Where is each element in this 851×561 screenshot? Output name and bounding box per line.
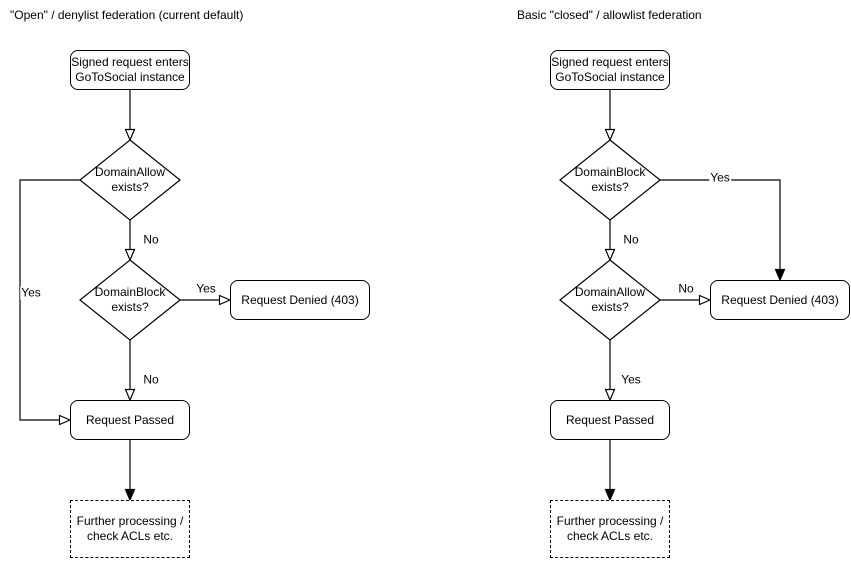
node-right-start: Signed request enters GoToSocial instanc… <box>550 50 670 90</box>
right-chart-title: Basic "closed" / allowlist federation <box>517 8 702 22</box>
edge-label-left-d1-yes: Yes <box>20 285 42 300</box>
arrowhead-left-d1-yes-loop <box>58 414 72 426</box>
decision-left-domainblock-label: DomainBlock exists? <box>94 285 166 314</box>
arrowhead-left-d1-to-d2 <box>124 248 136 262</box>
decision-left-domainallow-label: DomainAllow exists? <box>94 165 166 194</box>
node-left-request-passed: Request Passed <box>70 400 190 440</box>
decision-left-domainallow <box>79 139 181 221</box>
decision-right-domainblock-label: DomainBlock exists? <box>574 165 646 194</box>
edge-label-left-d1-no: No <box>142 232 160 247</box>
node-left-further-processing: Further processing / check ACLs etc. <box>70 500 190 558</box>
arrowhead-right-d2-to-passed <box>604 388 616 402</box>
arrowhead-right-passed-to-further <box>604 488 616 502</box>
edge-label-left-d2-yes: Yes <box>195 281 217 296</box>
decision-right-domainblock <box>559 139 661 221</box>
edge-label-left-d2-no: No <box>142 372 160 387</box>
edge-label-right-d2-yes: Yes <box>620 372 642 387</box>
edge-label-right-d2-no: No <box>677 281 695 296</box>
node-left-request-denied: Request Denied (403) <box>230 280 370 320</box>
edge-label-right-d1-no: No <box>622 232 640 247</box>
arrowhead-right-d2-to-denied <box>698 294 712 306</box>
edge-right-d1-yes-to-denied <box>660 179 781 269</box>
arrowhead-right-d1-yes-to-denied <box>774 268 786 282</box>
arrowhead-right-d1-to-d2 <box>604 248 616 262</box>
edge-label-right-d1-yes: Yes <box>709 170 731 185</box>
arrowhead-left-passed-to-further <box>124 488 136 502</box>
node-right-request-passed: Request Passed <box>550 400 670 440</box>
left-chart-title: "Open" / denylist federation (current de… <box>10 8 244 22</box>
decision-right-domainallow <box>559 259 661 341</box>
arrowhead-left-d2-to-passed <box>124 388 136 402</box>
arrowhead-left-d2-to-denied <box>218 294 232 306</box>
node-left-start: Signed request enters GoToSocial instanc… <box>70 50 190 90</box>
arrowhead-right-start-to-d1 <box>604 128 616 142</box>
decision-left-domainblock <box>79 259 181 341</box>
node-right-request-denied: Request Denied (403) <box>710 280 850 320</box>
edge-left-d1-yes-loop <box>19 179 80 421</box>
decision-right-domainallow-label: DomainAllow exists? <box>574 285 646 314</box>
node-right-further-processing: Further processing / check ACLs etc. <box>550 500 670 558</box>
arrowhead-left-start-to-d1 <box>124 128 136 142</box>
